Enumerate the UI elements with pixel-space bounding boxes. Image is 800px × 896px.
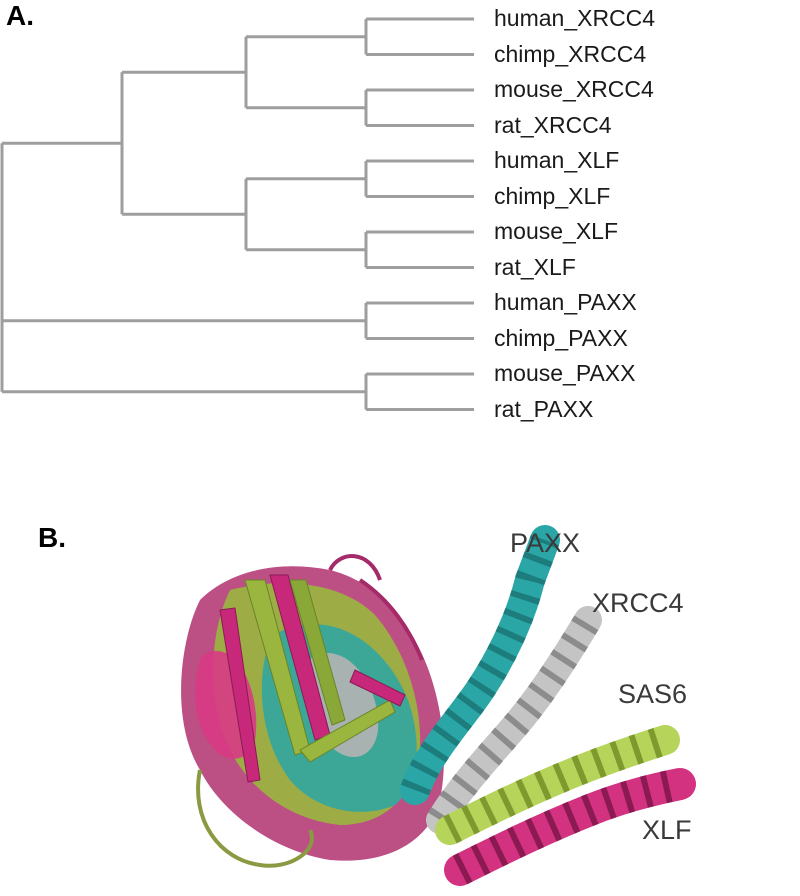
- tree-leaf-label: mouse_PAXX: [494, 360, 636, 386]
- head-domain: [181, 554, 444, 868]
- tree-leaf-label: mouse_XLF: [494, 218, 619, 244]
- tree-leaf-label: human_XLF: [494, 147, 620, 173]
- tree-leaf-label: mouse_XRCC4: [494, 76, 654, 102]
- protein-label-paxx: PAXX: [510, 528, 581, 558]
- helix-xlf: [444, 768, 696, 886]
- helix-sas6: [435, 725, 680, 845]
- helix-paxx: [400, 525, 560, 805]
- panel-a-label: A.: [6, 0, 34, 31]
- protein-structure-overlay: [181, 525, 696, 886]
- tree-leaf-label: rat_PAXX: [494, 395, 594, 422]
- tree-leaf-label: chimp_PAXX: [494, 324, 628, 351]
- protein-label-xrcc4: XRCC4: [592, 588, 684, 618]
- tree-leaf-label: chimp_XLF: [494, 182, 611, 209]
- tree-leaf-label: chimp_XRCC4: [494, 40, 647, 67]
- protein-label-xlf: XLF: [642, 815, 692, 845]
- tree-leaf-label: human_PAXX: [494, 289, 637, 315]
- protein-label-sas6: SAS6: [618, 679, 688, 709]
- phylogenetic-tree: [0, 17, 474, 411]
- panel-b-label: B.: [38, 522, 66, 553]
- tree-leaf-label: human_XRCC4: [494, 5, 656, 31]
- tree-leaf-label: rat_XLF: [494, 253, 576, 280]
- tree-leaf-label: rat_XRCC4: [494, 111, 612, 138]
- tree-branches: [0, 17, 474, 411]
- helix-xrcc4: [426, 606, 602, 834]
